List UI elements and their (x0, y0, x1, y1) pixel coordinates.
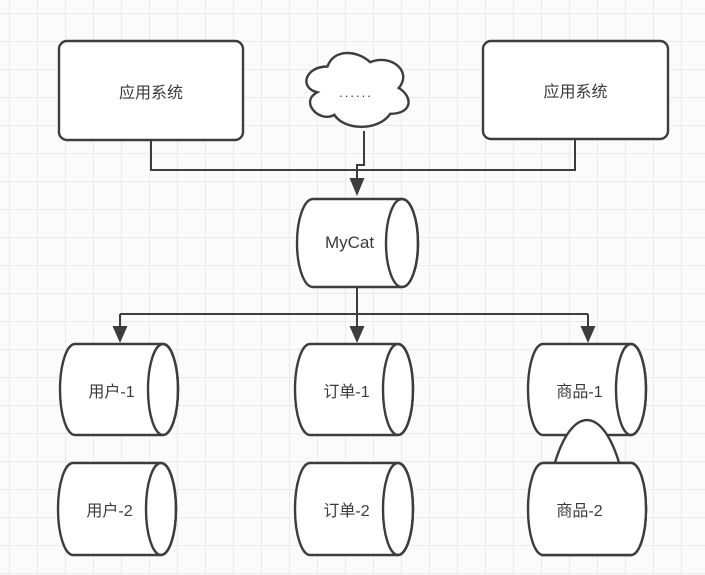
node-cloud (305, 51, 410, 128)
node-user1 (58, 342, 180, 437)
node-user2 (56, 461, 178, 557)
edge-cloud-drop (356, 131, 365, 178)
connectors (112, 131, 596, 343)
arrowhead-into-user1 (112, 326, 128, 343)
node-goods1-cap (614, 342, 648, 437)
nodes (56, 39, 670, 557)
node-mycat (295, 197, 420, 289)
node-order1-cap (381, 342, 415, 437)
node-user1-cap (146, 342, 180, 437)
node-user2-cap (144, 461, 178, 557)
node-goods2-body (526, 461, 648, 557)
node-app-left (57, 39, 245, 142)
node-mycat-cap (384, 197, 420, 289)
node-order2 (293, 461, 415, 557)
node-order2-cap (381, 461, 415, 557)
node-app-right (481, 39, 670, 141)
edge-apps-bus (150, 139, 576, 171)
node-order1 (293, 342, 415, 437)
arrowhead-into-order1 (349, 326, 365, 343)
arrowhead-into-mycat (349, 178, 365, 196)
arrowhead-into-goods1 (580, 326, 596, 343)
